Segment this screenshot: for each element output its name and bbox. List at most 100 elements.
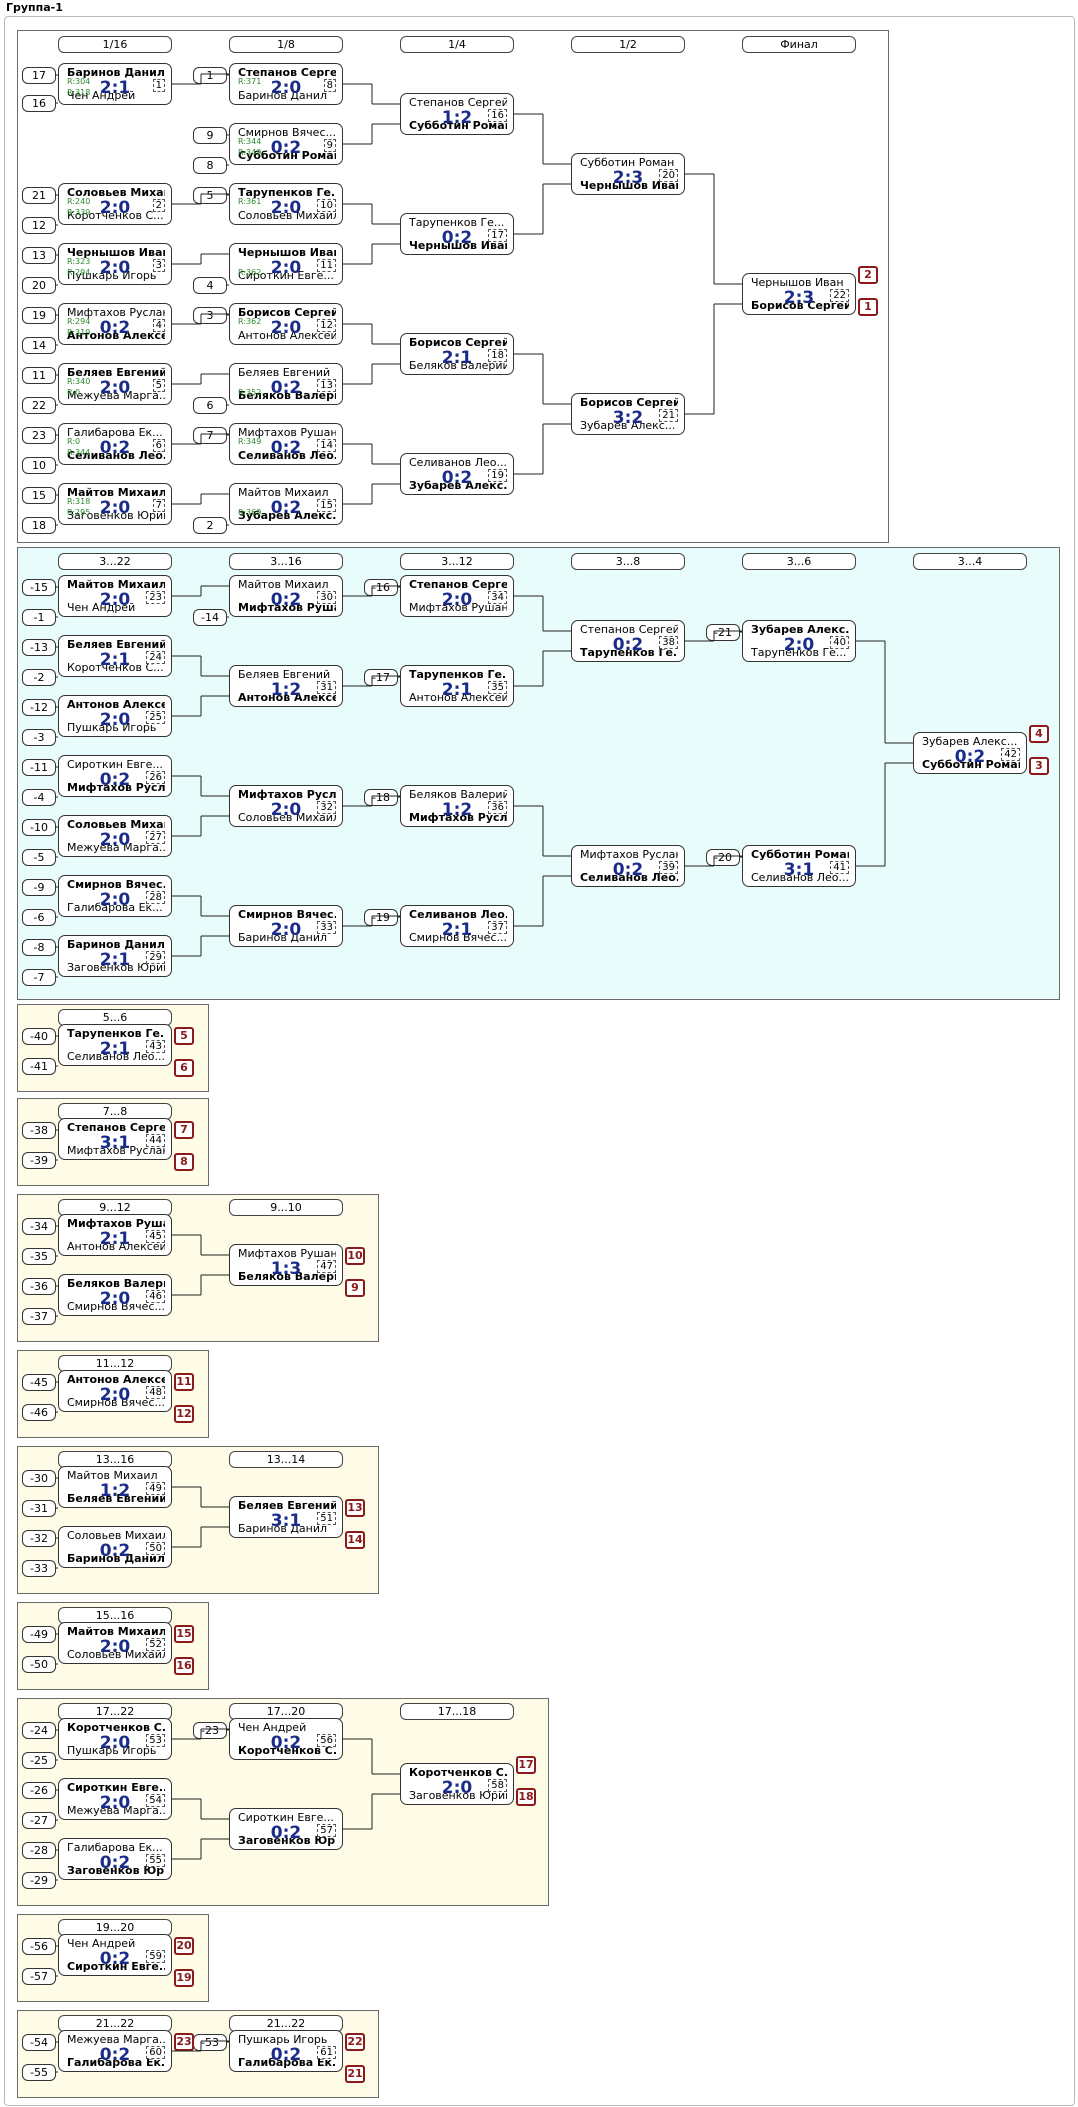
player-name-bottom: Селиванов Лео... — [580, 871, 678, 884]
match-score: 2:0 — [99, 1385, 131, 1405]
player-name-top: Коротченков С... — [409, 1766, 507, 1779]
match-number: 31 — [317, 681, 336, 694]
player-name-bottom: Беляков Валерий — [409, 359, 507, 372]
player-name-bottom: Селиванов Лео... — [67, 449, 165, 462]
group-title: Группа-1 — [6, 1, 63, 14]
match-number: 19 — [488, 469, 507, 482]
match-number: 56 — [317, 1734, 336, 1747]
player-name-bottom: Антонов Алексей — [67, 1240, 165, 1253]
player-name-top: Мифтахов Руслан — [67, 306, 165, 319]
match-score: 0:2 — [270, 2045, 302, 2065]
match-box[interactable]: Сироткин Евге...Заговенков Юрий0:257 — [229, 1808, 343, 1850]
player-name-bottom: Пушкарь Игорь — [67, 721, 157, 734]
player-name-top: Селиванов Лео... — [409, 908, 507, 921]
match-box[interactable]: Беляков ВалерийСмирнов Вячес...2:046 — [58, 1274, 172, 1316]
match-number: 33 — [317, 921, 336, 934]
player-name-top: Чен Андрей — [238, 1721, 307, 1734]
place-badge: 7 — [174, 1121, 194, 1139]
match-number: 51 — [317, 1512, 336, 1525]
match-number: 18 — [488, 349, 507, 362]
player-name-bottom: Антонов Алексей — [238, 329, 336, 342]
match-score: 2:0 — [441, 590, 473, 610]
match-number: 20 — [659, 169, 678, 182]
match-number: 4 — [152, 319, 165, 332]
player-name-bottom: Зубарев Алекс... — [580, 419, 676, 432]
match-score: 0:2 — [441, 468, 473, 488]
seed-slot: -26 — [22, 1782, 56, 1799]
match-box[interactable]: Соловьев МихаилМежуева Марга...2:027 — [58, 815, 172, 857]
match-score: 0:2 — [270, 1733, 302, 1753]
place-badge: 16 — [174, 1657, 194, 1675]
player-name-top: Тарупенков Ге... — [409, 668, 507, 681]
player-name-bottom: Субботин Роман — [409, 119, 507, 132]
place-badge: 3 — [1029, 757, 1049, 775]
player-name-bottom: Галибарова Ек... — [67, 901, 163, 914]
seed-slot: -2 — [22, 669, 56, 686]
rating-top: R:0 — [67, 437, 81, 446]
player-name-bottom: Селиванов Лео... — [751, 871, 849, 884]
match-score: 0:2 — [612, 860, 644, 880]
match-number: 17 — [488, 229, 507, 242]
match-box[interactable]: Соловьев МихаилКоротченков С...2:0R:240R… — [58, 183, 172, 225]
match-box[interactable]: Галибарова Ек...Заговенков Юрий0:255 — [58, 1838, 172, 1880]
match-score: 2:0 — [99, 890, 131, 910]
player-name-top: Чернышов Иван — [751, 276, 844, 289]
match-box[interactable]: Антонов АлексейСмирнов Вячес...2:048 — [58, 1370, 172, 1412]
match-box[interactable]: Сироткин Евге...Мифтахов Руслан0:226 — [58, 755, 172, 797]
